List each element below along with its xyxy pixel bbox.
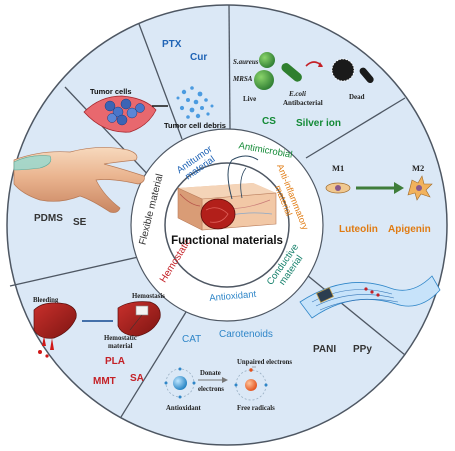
sector-antimicrobial: S.aureus MRSA E.coli Live Antibacterial … xyxy=(232,52,374,129)
material-sa: SA xyxy=(130,373,144,384)
material-silver-ion: Silver ion xyxy=(296,118,341,129)
ring-label-antioxidant: Antioxidant xyxy=(209,289,257,304)
staph-ball xyxy=(259,52,275,68)
m1-macrophage-illustration xyxy=(325,182,351,194)
label-dead: Dead xyxy=(349,93,365,101)
dead-rod xyxy=(359,67,374,84)
flexible-circuit-illustration xyxy=(299,275,441,319)
label-antioxidant-atom: Antioxidant xyxy=(166,405,201,412)
label-mrsa: MRSA xyxy=(232,75,253,83)
label-m1: M1 xyxy=(332,163,344,173)
label-tumor-cells: Tumor cells xyxy=(90,87,132,96)
sector-dividers xyxy=(9,4,406,418)
material-cat: CAT xyxy=(182,334,201,345)
hand-with-sensor-illustration xyxy=(13,147,145,213)
material-carotenoids: Carotenoids xyxy=(219,329,273,340)
material-cs: CS xyxy=(262,116,276,127)
label-antibacterial: Antibacterial xyxy=(283,99,323,107)
sector-flexible: PDMS SE xyxy=(13,147,145,228)
material-apigenin: Apigenin xyxy=(388,224,431,235)
hemostasis-liver-illustration xyxy=(117,301,161,337)
material-pani: PANI xyxy=(313,344,336,355)
label-free-radicals: Free radicals xyxy=(237,405,275,412)
material-luteolin: Luteolin xyxy=(339,224,378,235)
label-donate: Donate xyxy=(200,370,221,377)
m2-macrophage-illustration xyxy=(407,175,433,201)
ecoli-rod xyxy=(281,63,302,82)
bleeding-liver-illustration xyxy=(33,302,77,358)
dead-sphere xyxy=(331,58,355,82)
label-hemostatic-material-1: Hemostatic xyxy=(104,335,137,342)
sector-antioxidant: CAT Carotenoids Unpaired electrons Donat… xyxy=(164,329,292,412)
center-title: Functional materials xyxy=(171,235,283,247)
tumor-debris-illustration xyxy=(176,86,214,119)
mrsa-ball xyxy=(254,70,274,90)
label-electrons: electrons xyxy=(198,386,224,393)
label-hemostatic-material-2: material xyxy=(108,343,133,350)
label-m2: M2 xyxy=(412,163,424,173)
sector-anti-inflammatory: M1 M2 Luteolin Apigenin xyxy=(325,163,433,235)
material-pla: PLA xyxy=(105,356,125,367)
label-tumor-debris: Tumor cell debris xyxy=(164,121,226,130)
material-ppy: PPy xyxy=(353,344,372,355)
skin-block-illustration xyxy=(177,155,277,231)
antioxidant-atom-illustration xyxy=(164,367,196,399)
material-ptx: PTX xyxy=(162,39,182,50)
free-radical-atom-illustration xyxy=(234,368,268,401)
sector-antitumor: PTX Cur Tumor cells Tumor cell debris xyxy=(83,39,226,133)
label-live: Live xyxy=(243,95,256,103)
label-hemostasis: Hemostasis xyxy=(132,293,165,300)
material-pdms: PDMS xyxy=(34,213,63,224)
tumor-cells-illustration xyxy=(83,95,157,133)
donate-arrowhead xyxy=(222,377,228,383)
label-s-aureus: S.aureus xyxy=(233,58,259,66)
m1-to-m2-arrowhead xyxy=(394,182,404,194)
label-bleeding: Bleeding xyxy=(33,297,59,304)
label-e-coli: E.coli xyxy=(288,90,306,98)
label-unpaired-electrons: Unpaired electrons xyxy=(237,359,292,366)
sector-hemostatic: Bleeding Hemostasis Hemostatic material … xyxy=(33,293,165,387)
sector-conductive: PANI PPy xyxy=(299,275,441,355)
material-cur: Cur xyxy=(190,52,207,63)
material-se: SE xyxy=(73,217,87,228)
material-mmt: MMT xyxy=(93,376,116,387)
